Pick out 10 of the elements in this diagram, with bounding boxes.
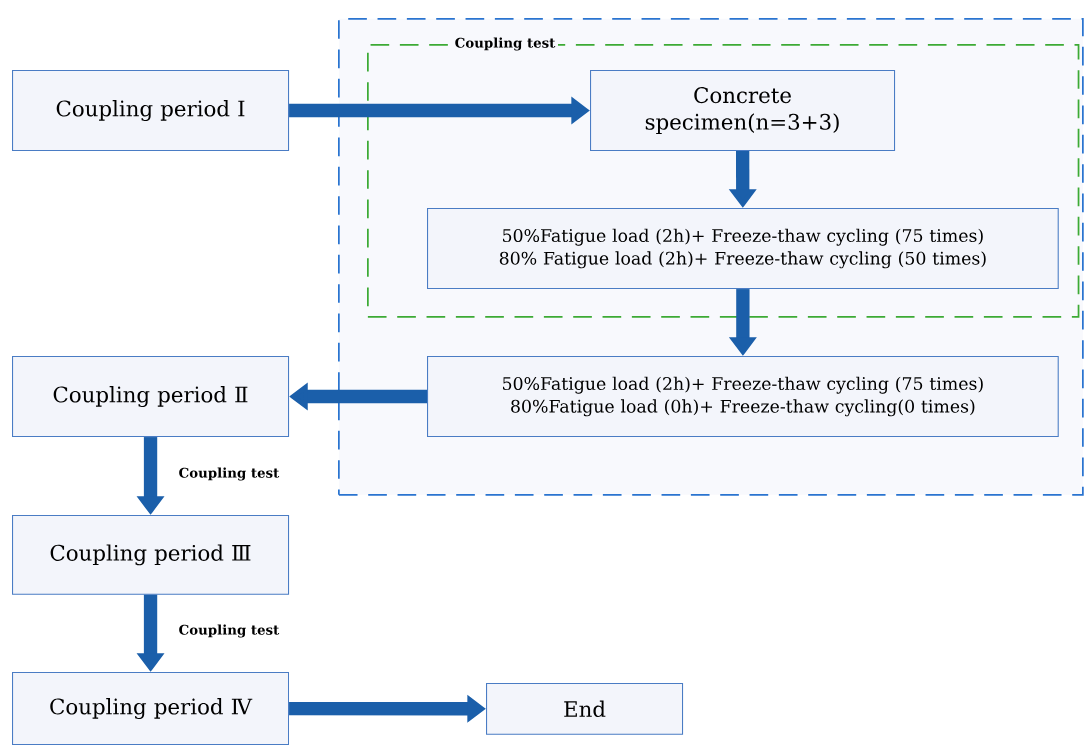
process-box: 50%Fatigue load (2h)+ Freeze-thaw cycling (75 times) 80% Fatigue load (2h)+ Freeze-thaw cycling (50 times) bbox=[427, 208, 1059, 290]
process-box: Coupling period Ⅰ bbox=[12, 70, 290, 152]
process-box: End bbox=[486, 683, 684, 735]
process-box: Coupling period Ⅲ bbox=[12, 515, 290, 595]
process-box: Coupling period Ⅱ bbox=[12, 356, 290, 438]
edge-label: Coupling test bbox=[179, 624, 280, 638]
process-box: Coupling period Ⅳ bbox=[12, 672, 290, 745]
edge-label: Coupling test bbox=[179, 467, 280, 481]
process-box: 50%Fatigue load (2h)+ Freeze-thaw cycling (75 times) 80%Fatigue load (0h)+ Freeze-thaw cycling(0 times) bbox=[427, 356, 1059, 438]
process-box: Concrete specimen(n=3+3) bbox=[590, 70, 896, 152]
